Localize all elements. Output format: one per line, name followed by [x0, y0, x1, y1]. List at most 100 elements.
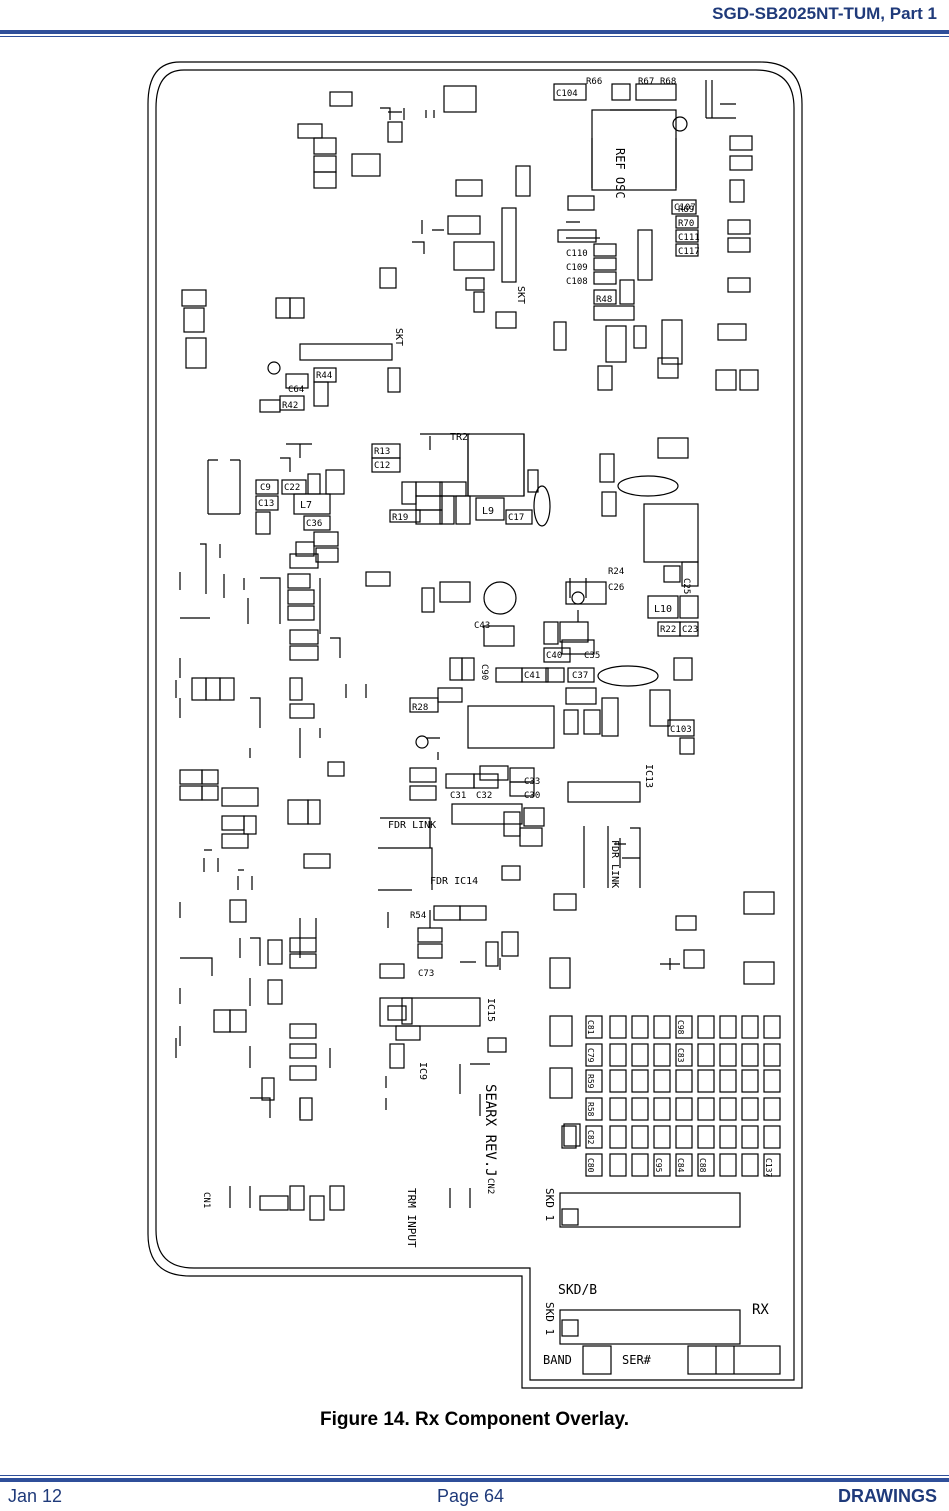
pcb-component-overlay: SEARX REV.J SKD/B SKD 1 SKD 1 BAND SER# … [147, 61, 803, 1389]
label-c40: C40 [546, 651, 562, 661]
skd-bottom-block [559, 1309, 741, 1345]
label-r48: R48 [596, 295, 612, 305]
label-l10: L10 [654, 604, 672, 615]
label-c81: C81 [586, 1020, 595, 1035]
label-c26: C26 [608, 583, 624, 593]
band-box [582, 1345, 612, 1375]
document-header-title: SGD-SB2025NT-TUM, Part 1 [712, 4, 937, 23]
label-band: BAND [543, 1353, 572, 1367]
label-skd1-top: SKD 1 [543, 1188, 556, 1221]
label-r69: R69 [678, 205, 694, 215]
label-fdr-ic14: FDR IC14 [430, 876, 478, 887]
label-c110: C110 [566, 249, 588, 259]
label-c17: C17 [508, 513, 524, 523]
label-c109: C109 [566, 263, 588, 273]
label-c98: C98 [676, 1020, 685, 1035]
silkscreen-lines [175, 80, 736, 1208]
label-r68: R68 [660, 77, 676, 87]
footer-rule-thin [0, 1475, 949, 1476]
skt-mid [501, 207, 517, 283]
label-c79: C79 [586, 1048, 595, 1063]
label-c36: C36 [306, 519, 322, 529]
label-c30: C30 [524, 791, 540, 801]
ic8 [717, 323, 747, 341]
label-c25: C25 [681, 578, 691, 594]
label-c108: C108 [566, 277, 588, 287]
capacitor-grid [549, 957, 781, 1177]
label-skd1-bot: SKD 1 [543, 1302, 556, 1335]
label-c111: C111 [678, 233, 700, 243]
figure-caption: Figure 14. Rx Component Overlay. [319, 1409, 629, 1430]
label-r70: R70 [678, 219, 694, 229]
label-c35: C35 [584, 651, 600, 661]
label-c84: C84 [676, 1158, 685, 1173]
label-r44: R44 [316, 371, 332, 381]
label-l9: L9 [482, 506, 494, 517]
tr2-box [467, 433, 525, 497]
label-ic9: IC9 [417, 1062, 428, 1080]
ic-center [467, 705, 555, 749]
label-c90: C90 [479, 664, 489, 680]
label-c9: C9 [260, 483, 271, 493]
label-c104: C104 [556, 89, 578, 99]
footer-rule [0, 1478, 949, 1482]
skd-top-block [559, 1192, 741, 1228]
label-r13: R13 [374, 447, 390, 457]
label-r59: R59 [586, 1074, 595, 1089]
label-fdr-link-bot: FDR LINK [609, 840, 620, 888]
label-c22: C22 [284, 483, 300, 493]
label-c83: C83 [676, 1048, 685, 1063]
label-cn2: CN2 [485, 1178, 495, 1194]
label-c80: C80 [586, 1158, 595, 1173]
label-c43: C43 [474, 621, 490, 631]
skt-top [299, 343, 393, 361]
label-l7: L7 [300, 500, 312, 511]
label-cn1: CN1 [201, 1192, 211, 1208]
ic15-outline [379, 997, 481, 1027]
label-ic13: IC13 [643, 764, 654, 788]
x1-crystal [483, 581, 517, 615]
label-c32: C32 [476, 791, 492, 801]
label-skt-mid: SKT [515, 286, 526, 304]
label-ser: SER# [622, 1353, 652, 1367]
label-trm-input: TRM INPUT [405, 1188, 418, 1248]
label-c117: C117 [678, 247, 700, 257]
label-r28: R28 [412, 703, 428, 713]
label-c107: C107 [674, 203, 696, 213]
board-outline-inner [155, 69, 795, 1381]
label-r54: R54 [410, 911, 426, 921]
label-ref-osc: REF OSC [613, 148, 627, 199]
label-c95: C95 [654, 1158, 663, 1173]
footer-page-number: Page 64 [437, 1486, 505, 1506]
footer-date: Jan 12 [8, 1486, 63, 1506]
ref-osc-box [591, 109, 677, 191]
label-ic15: IC15 [485, 998, 496, 1022]
label-c13: C13 [258, 499, 274, 509]
label-c137: C137 [764, 1158, 773, 1177]
label-skd-b: SKD/B [558, 1283, 597, 1298]
label-fdr-link-top: FDR LINK [388, 820, 436, 831]
label-r42: R42 [282, 401, 298, 411]
label-c73: C73 [418, 969, 434, 979]
label-c33: C33 [524, 777, 540, 787]
label-rx: RX [752, 1302, 769, 1318]
t2-box [643, 503, 699, 563]
label-c23: C23 [682, 625, 698, 635]
label-r67: R67 [638, 77, 654, 87]
header-rule-thin [0, 36, 949, 37]
label-c82: C82 [586, 1130, 595, 1145]
label-searx-rev: SEARX REV.J [482, 1084, 498, 1177]
small-components [179, 83, 775, 1221]
label-r19: R19 [392, 513, 408, 523]
label-c88: C88 [698, 1158, 707, 1173]
ic13-outline [567, 781, 641, 803]
footer-section: DRAWINGS [838, 1486, 937, 1506]
label-r66: R66 [586, 77, 602, 87]
ic2 [447, 215, 481, 235]
label-tr2: TR2 [450, 432, 468, 443]
label-r58: R58 [586, 1102, 595, 1117]
header-rule [0, 30, 949, 34]
label-c103: C103 [670, 725, 692, 735]
ic11 [661, 319, 683, 365]
label-c41: C41 [524, 671, 540, 681]
